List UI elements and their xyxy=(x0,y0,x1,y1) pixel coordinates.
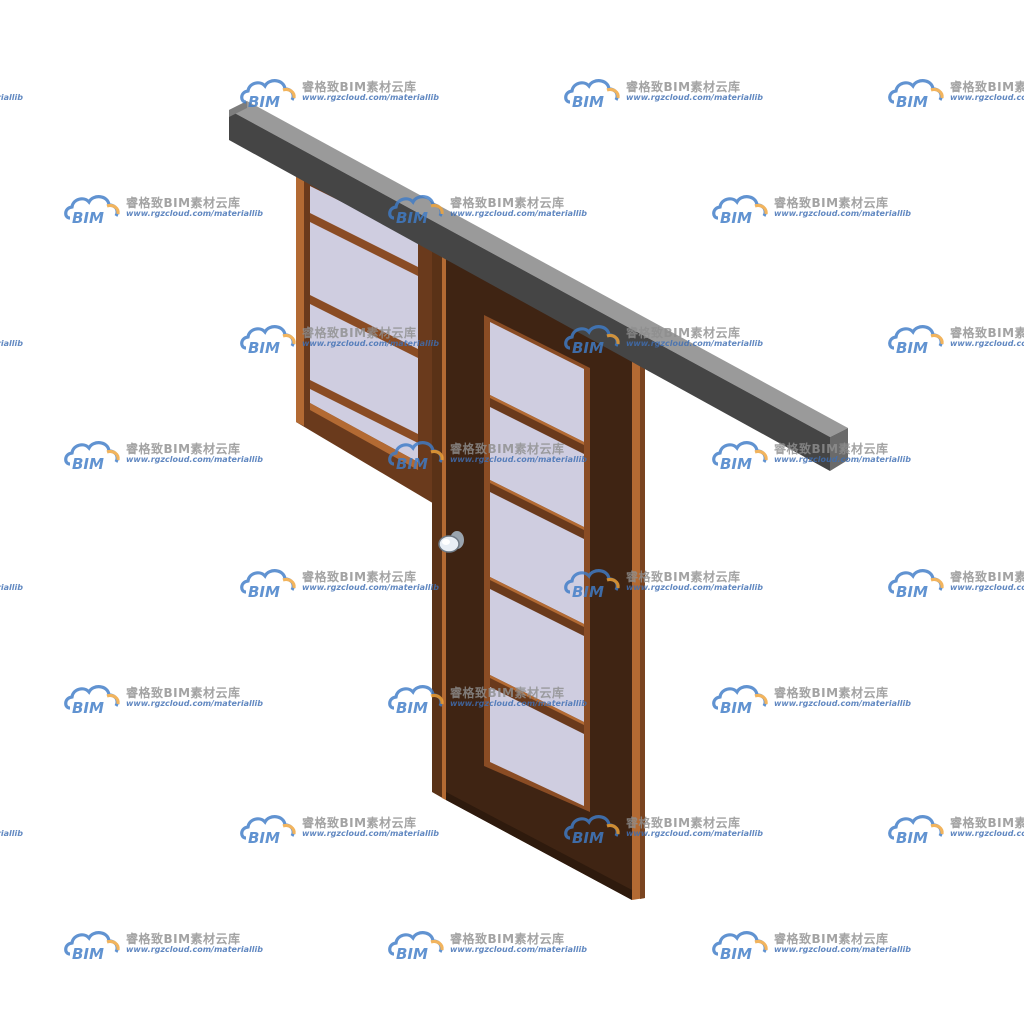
fixed-panel xyxy=(296,168,436,505)
sliding-door-muntin-highlight xyxy=(490,577,584,627)
fixed-panel-muntin xyxy=(310,295,418,358)
door-handle-knob-highlight xyxy=(442,539,450,545)
top-track-top-face xyxy=(229,101,848,437)
fixed-panel-frame-edge xyxy=(296,168,304,426)
top-track-left-end xyxy=(229,101,247,117)
sliding-door-muntin-highlight xyxy=(490,675,584,725)
door-handle-knob xyxy=(438,535,460,553)
sliding-door-right-edge-shade xyxy=(640,342,645,899)
top-track xyxy=(229,101,848,471)
sliding-door-bottom-rail xyxy=(446,792,632,900)
fixed-panel-muntin xyxy=(310,380,418,443)
sliding-door-edge-highlight xyxy=(442,243,446,800)
sliding-door-muntin-highlight xyxy=(490,480,584,530)
sliding-door-muntin-highlight xyxy=(490,395,584,445)
fixed-panel-muntin xyxy=(310,213,418,276)
sliding-door-glass xyxy=(490,322,584,806)
top-track-front-face xyxy=(229,110,830,471)
top-track-end-face xyxy=(830,428,848,471)
sliding-door xyxy=(432,238,645,900)
door-handle xyxy=(438,531,464,553)
